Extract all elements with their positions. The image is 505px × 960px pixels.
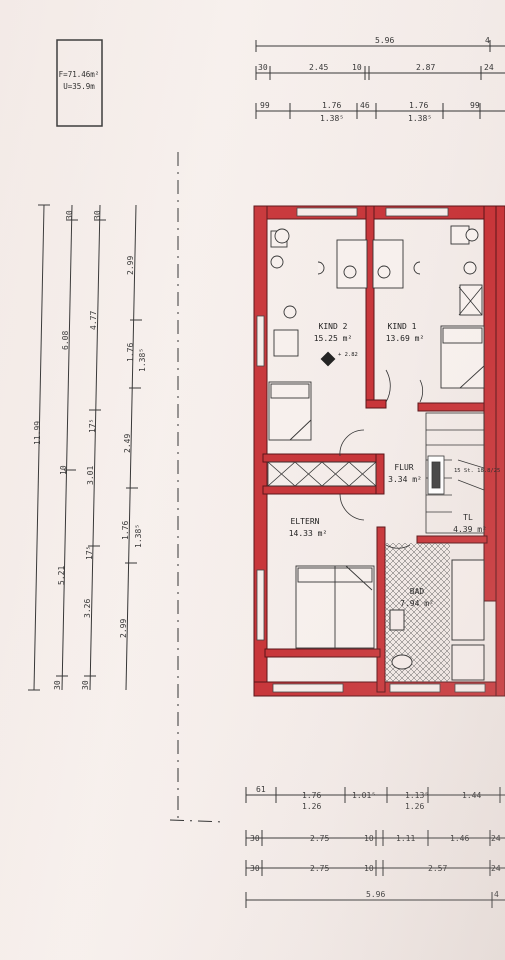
paper-shade [0,0,505,960]
floor-plan-photo: F=71.46m² U=35.9m 5.96 4 30 2.45 10 2.87… [0,0,505,960]
